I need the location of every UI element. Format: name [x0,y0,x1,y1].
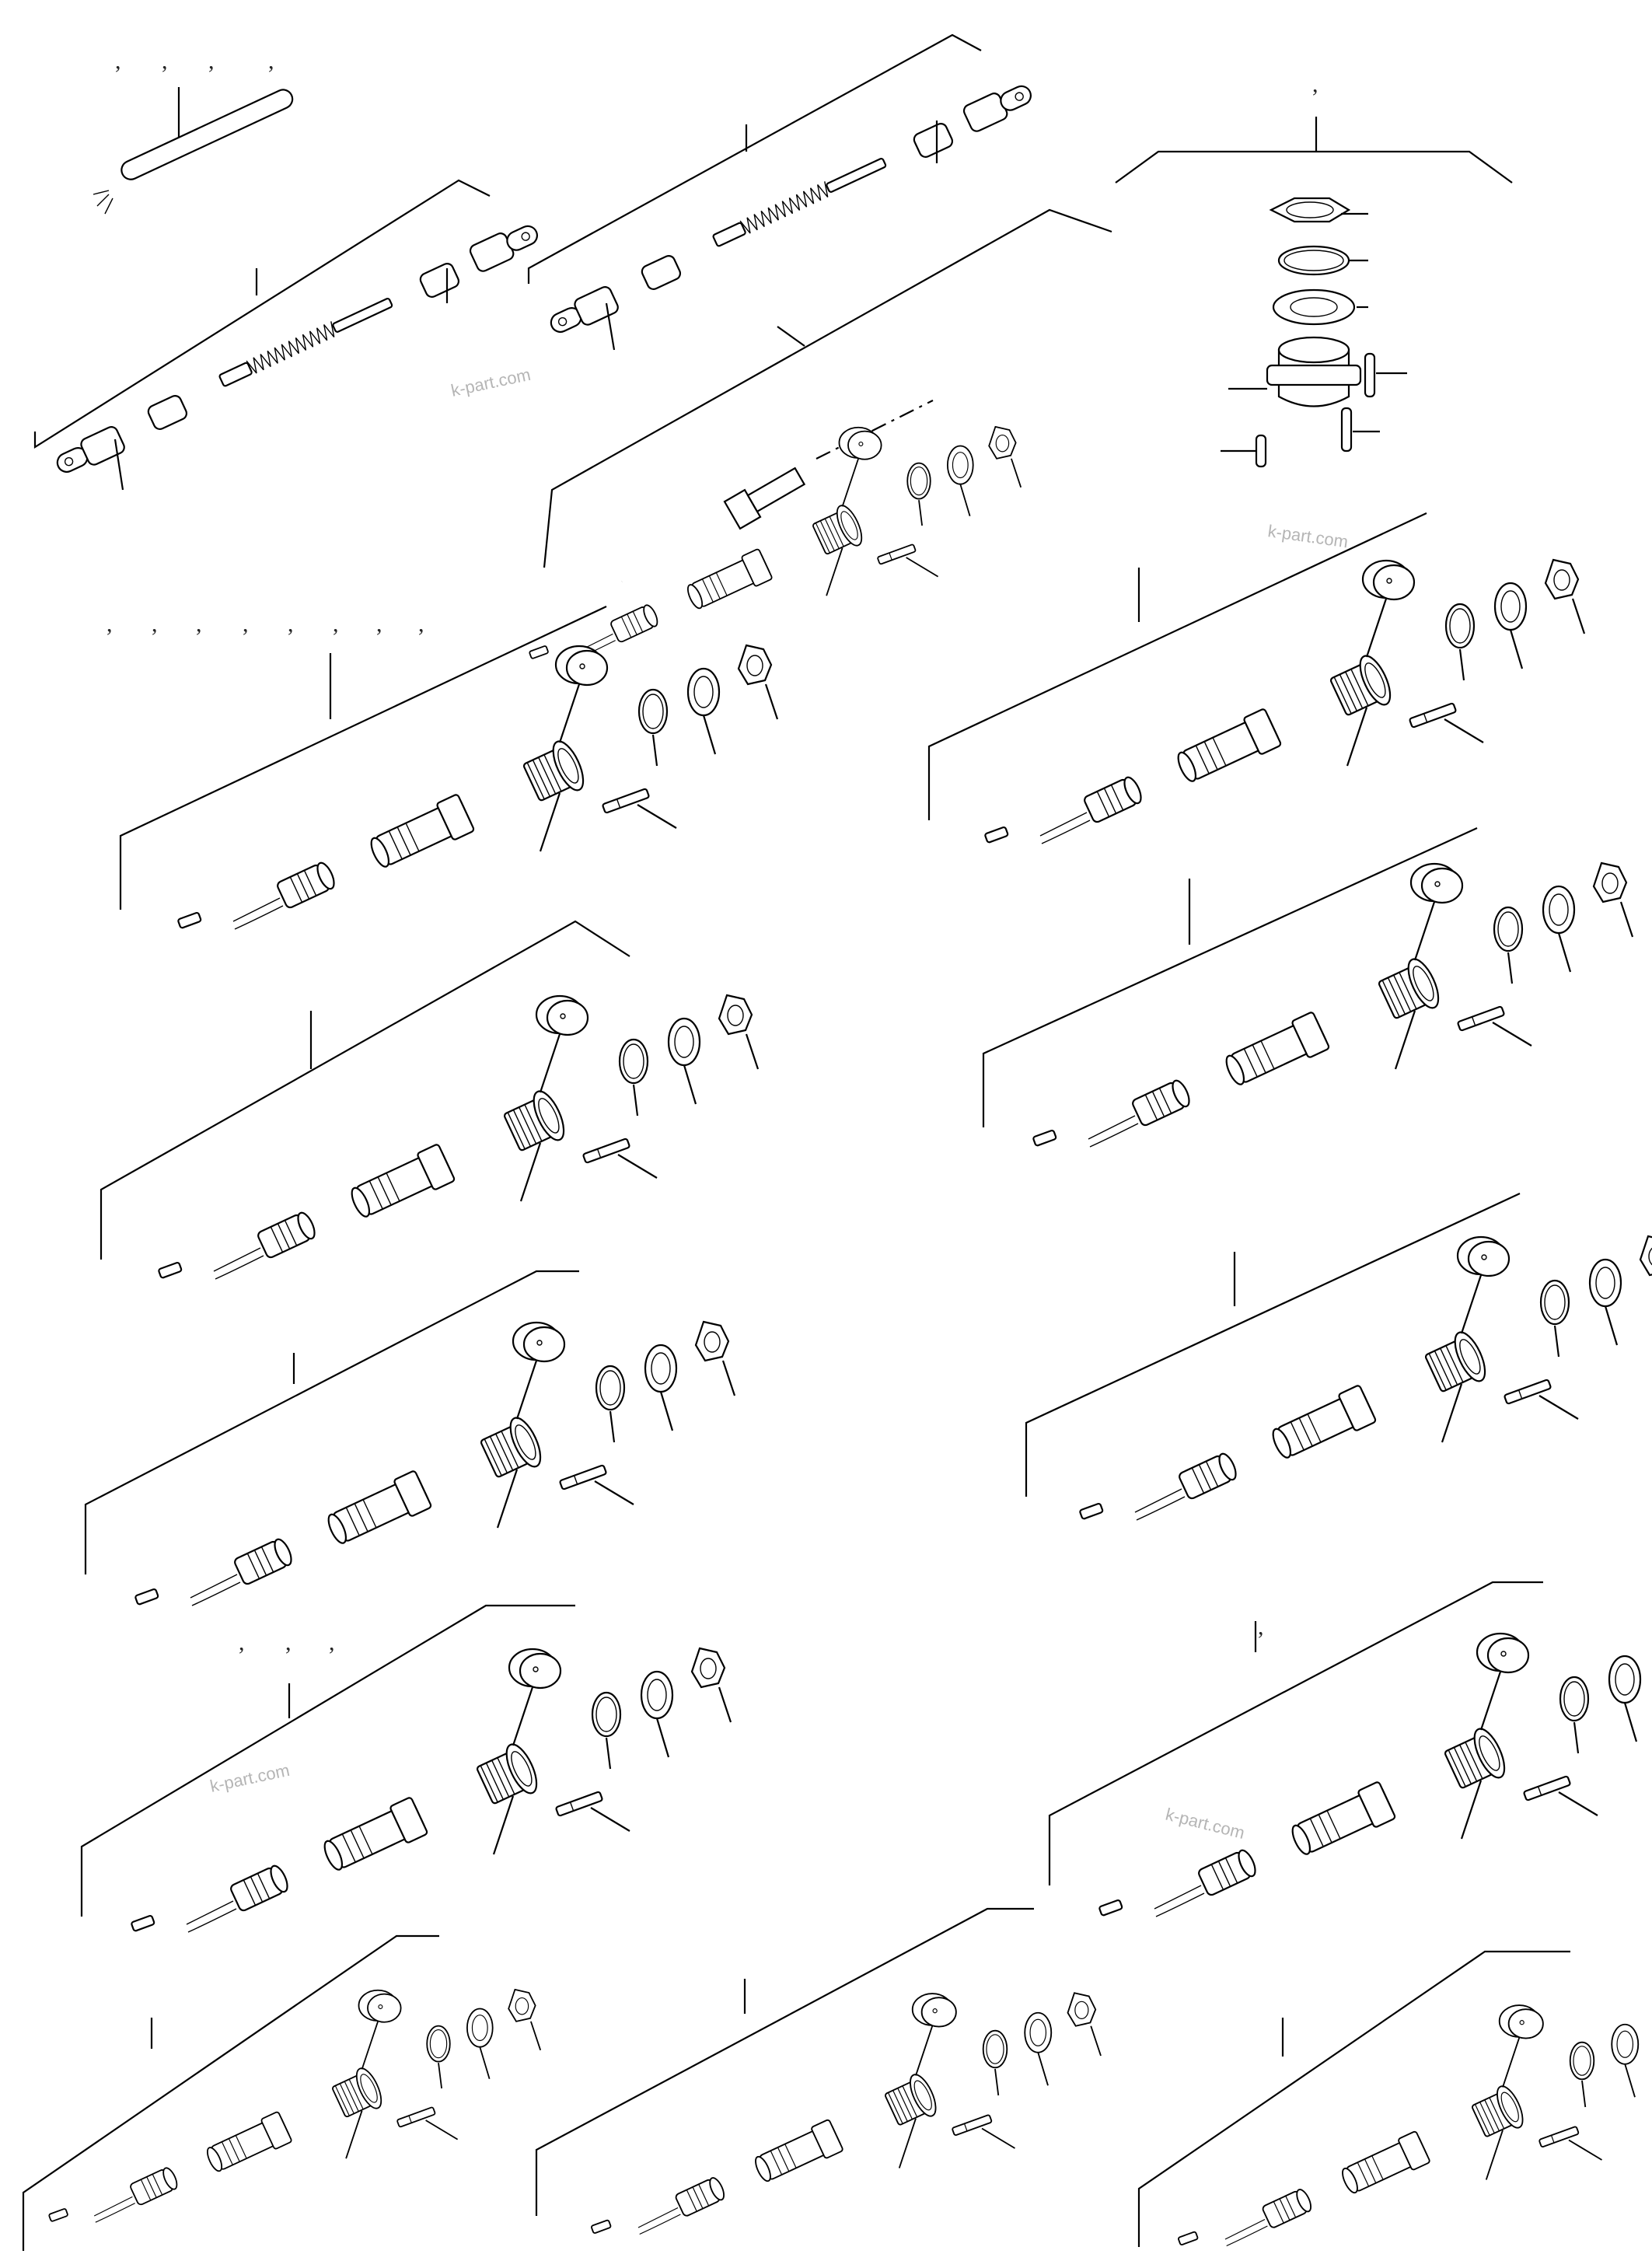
connector-assembly-4 [982,826,1634,1148]
wire-assembly-top-left [93,87,294,215]
comma-mark: , [333,611,339,637]
connector-assembly-5 [84,1270,736,1607]
connector-assembly-8 [1048,1581,1652,1918]
comma-mark: , [418,611,424,637]
cable-assembly-left [33,179,543,491]
comma-mark: , [243,611,249,637]
comma-mark: , [1258,1614,1264,1640]
comma-mark: , [208,48,215,74]
comma-group-top-left: , , , , [115,48,274,74]
watermark-text: k-part.com [208,1760,292,1796]
comma-mark: , [329,1630,335,1655]
comma-mark: , [196,611,202,637]
comma-group-low-left: , , , [239,1630,335,1655]
connector-assembly-6 [1025,1193,1652,1522]
comma-mark: , [288,611,294,637]
bulkhead-fitting-assembly [1115,117,1513,468]
connector-assembly-7 [80,1604,732,1934]
comma-group-mid-left: , , , , , , , , [107,611,424,637]
comma-mark: , [268,48,274,74]
comma-mark: , [239,1630,245,1655]
comma-mark: , [1312,72,1318,97]
cable-assembly-right [527,33,1037,351]
connector-assembly-3 [100,920,760,1281]
comma-mark: , [107,611,113,637]
comma-mark: , [285,1630,292,1655]
comma-mark: , [162,48,168,74]
watermark-text: k-part.com [449,365,533,400]
comma-mark: , [376,611,382,637]
connector-assembly-11 [1137,1950,1652,2247]
comma-group-low-right: , [1258,1614,1264,1640]
connector-assembly-9 [22,1934,542,2251]
comma-mark: , [115,48,121,74]
panel-connector-with-cable [528,208,1112,661]
connector-assembly-1 [119,606,779,931]
comma-mark: , [152,611,158,637]
connector-assembly-10 [535,1907,1102,2235]
watermark-text: k-part.com [1164,1805,1247,1843]
connector-assembly-2 [927,512,1586,845]
watermark-text: k-part.com [1266,521,1349,551]
comma-group-top-right: , [1312,72,1318,97]
